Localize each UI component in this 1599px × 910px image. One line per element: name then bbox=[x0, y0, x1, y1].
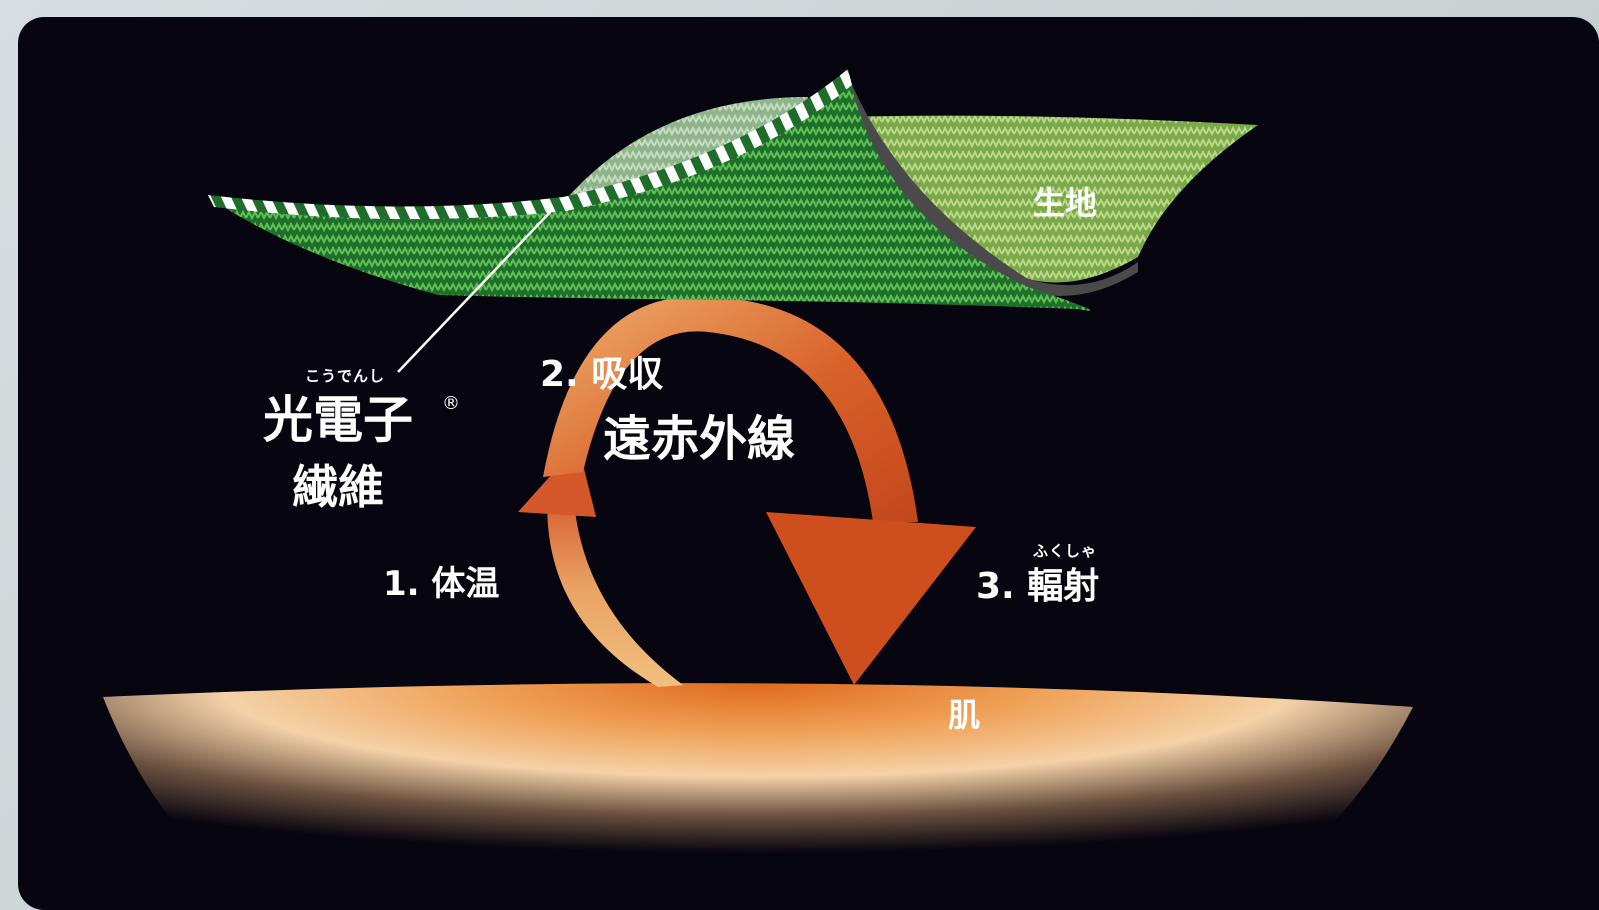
skin-label: 肌 bbox=[948, 696, 981, 734]
fiber-pointer-line bbox=[397, 208, 554, 373]
fiber-sub: 繊維 bbox=[292, 460, 384, 514]
small-arrow-body bbox=[547, 487, 683, 687]
step2-label: 2. 吸収 bbox=[540, 354, 664, 395]
diagram-panel: 生地 こうでんし 光電子 ® 繊維 2. 吸収 遠赤外線 1. 体温 ふくしゃ … bbox=[18, 17, 1599, 910]
fabric-label: 生地 bbox=[1033, 184, 1098, 222]
fabric-main bbox=[208, 72, 1091, 311]
step3-label: 3. 輻射 bbox=[976, 566, 1100, 607]
big-arrow-head bbox=[766, 512, 976, 685]
step1-label: 1. 体温 bbox=[383, 564, 500, 604]
registered-mark: ® bbox=[442, 393, 460, 414]
fabric-curl bbox=[848, 115, 1258, 283]
step3-ruby: ふくしゃ bbox=[1033, 542, 1098, 560]
fiber-ruby: こうでんし bbox=[305, 367, 386, 385]
big-arrow-arc bbox=[543, 296, 918, 522]
far-infrared-label: 遠赤外線 bbox=[603, 411, 796, 467]
fabric-edge bbox=[838, 75, 1138, 297]
diagram-artwork bbox=[103, 69, 1413, 910]
fiber-name: 光電子 bbox=[263, 391, 413, 449]
skin-surface bbox=[103, 683, 1413, 910]
fabric-stripe bbox=[208, 69, 852, 220]
